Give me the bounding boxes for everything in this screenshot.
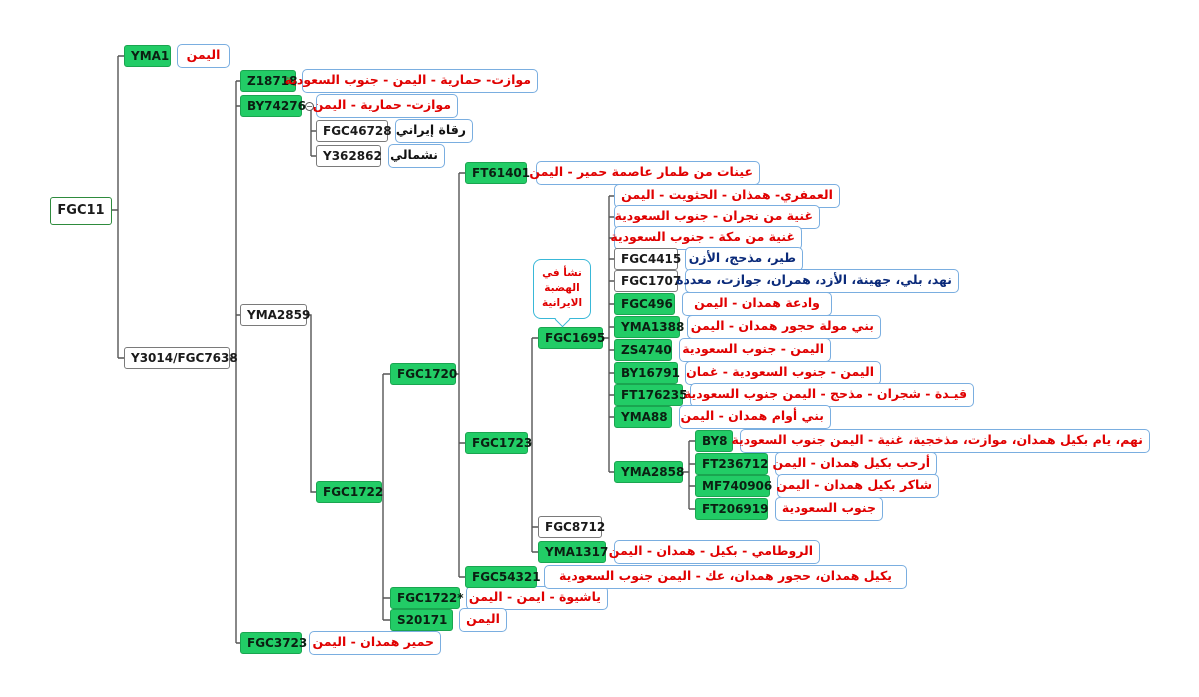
- collapse-toggle-icon[interactable]: −: [305, 102, 314, 111]
- callout-line-1: نشأ في: [542, 267, 582, 279]
- label-zs4740: اليمن - جنوب السعودية: [679, 338, 831, 362]
- label-mf740906: شاكر بكيل همدان - اليمن: [776, 474, 939, 498]
- label-by8: نهم، يام بكيل همدان، موازت، مذخجية، غنية…: [731, 429, 1150, 453]
- node-fgc8712[interactable]: FGC8712: [538, 516, 605, 538]
- node-fgc1720[interactable]: FGC1720: [390, 363, 457, 385]
- node-fgc46728[interactable]: FGC46728: [316, 120, 392, 142]
- label-by16791: اليمن - جنوب السعودية - غمان: [685, 361, 881, 385]
- node-by16791[interactable]: BY16791: [614, 362, 680, 384]
- node-fgc1695[interactable]: FGC1695: [538, 327, 605, 349]
- label-fgc1722-star: ياشيوة - ايمن - اليمن: [466, 586, 608, 610]
- node-ft176235[interactable]: FT176235: [614, 384, 687, 406]
- callout-line-2: الهضبة: [544, 282, 580, 294]
- label-fgc46728: رقاة إيراني: [395, 119, 473, 143]
- node-s20171[interactable]: S20171: [390, 609, 453, 631]
- label-fgc1707: نهد، بلي، جهينة، الأزد، همران، جوازت، مع…: [676, 269, 959, 293]
- label-yma1317: الروطامي - بكيل - همدان - اليمن: [609, 540, 820, 564]
- node-by8[interactable]: BY8: [695, 430, 733, 452]
- node-ft206919[interactable]: FT206919: [695, 498, 768, 520]
- label-z18718: موازت- حمارية - اليمن - جنوب السعودية: [285, 69, 538, 93]
- node-yma88[interactable]: YMA88: [614, 406, 672, 428]
- label-l1: العمفري- همذان - الحثويت - اليمن: [614, 184, 840, 208]
- node-fgc1707[interactable]: FGC1707: [614, 270, 681, 292]
- node-y362862[interactable]: Y362862: [316, 145, 382, 167]
- node-yma2859[interactable]: YMA2859: [240, 304, 310, 326]
- label-fgc496: وادعة همدان - اليمن: [682, 292, 832, 316]
- node-fgc4415[interactable]: FGC4415: [614, 248, 681, 270]
- label-fgc54321: يكيل همدان، حجور همدان، عك - اليمن جنوب …: [544, 565, 907, 589]
- callout-line-3: الايرانية: [541, 297, 583, 309]
- label-ft206919: جنوب السعودية: [775, 497, 883, 521]
- node-z18718[interactable]: Z18718: [240, 70, 297, 92]
- label-l2: غنية من نجران - جنوب السعودية: [614, 205, 820, 229]
- node-fgc11[interactable]: FGC11: [50, 197, 112, 225]
- node-yma1[interactable]: YMA1: [124, 45, 171, 67]
- node-fgc1722-star[interactable]: FGC1722*: [390, 587, 464, 609]
- node-fgc496[interactable]: FGC496: [614, 293, 675, 315]
- node-ft236712[interactable]: FT236712: [695, 453, 768, 475]
- label-yma1388: بني مولة حجور همدان - اليمن: [687, 315, 881, 339]
- node-fgc1722[interactable]: FGC1722: [316, 481, 383, 503]
- label-yma1: اليمن: [177, 44, 230, 68]
- node-zs4740[interactable]: ZS4740: [614, 339, 672, 361]
- node-mf740906[interactable]: MF740906: [695, 475, 772, 497]
- node-yma1317[interactable]: YMA1317: [538, 541, 608, 563]
- node-by74276[interactable]: BY74276: [240, 95, 306, 117]
- node-fgc3723[interactable]: FGC3723: [240, 632, 307, 654]
- label-yma88: بني أوام همدان - اليمن: [679, 405, 831, 429]
- node-y3014[interactable]: Y3014/FGC7638: [124, 347, 238, 369]
- label-y362862: نشمالي: [388, 144, 445, 168]
- origin-callout: نشأ في الهضبة الايرانية: [533, 259, 591, 319]
- node-fgc54321[interactable]: FGC54321: [465, 566, 541, 588]
- label-fgc3723: حمير همدان - اليمن: [309, 631, 441, 655]
- label-ft236712: أرحب بكيل همدان - اليمن: [773, 452, 937, 476]
- label-fgc4415: طير، مذحج، الأزن: [685, 247, 803, 271]
- node-ft61401[interactable]: FT61401: [465, 162, 530, 184]
- label-ft61401: عينات من طمار عاصمة حمير - اليمن: [529, 161, 760, 185]
- node-fgc1723[interactable]: FGC1723: [465, 432, 532, 454]
- node-yma2858[interactable]: YMA2858: [614, 461, 684, 483]
- label-ft176235: قيـدة - شجران - مذحج - اليمن جنوب السعود…: [684, 383, 974, 407]
- label-s20171: اليمن: [459, 608, 507, 632]
- label-by74276: موازت- حمارية - اليمن: [313, 94, 458, 118]
- label-l3: غنية من مكة - جنوب السعودية: [610, 226, 802, 250]
- node-yma1388[interactable]: YMA1388: [614, 316, 684, 338]
